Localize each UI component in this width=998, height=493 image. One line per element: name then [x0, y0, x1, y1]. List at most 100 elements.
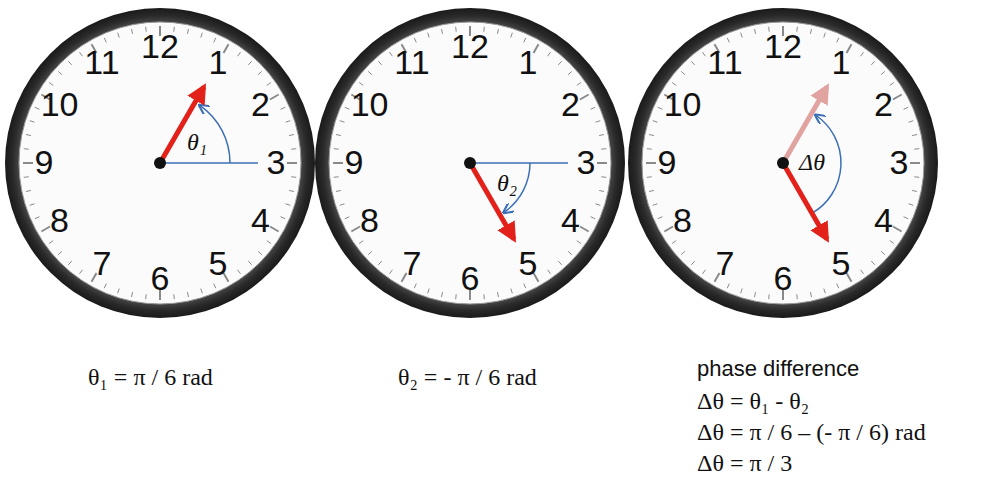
tick-mark — [455, 294, 457, 299]
tick-mark — [577, 241, 581, 244]
tick-mark — [58, 251, 62, 254]
clock-number: 2 — [874, 85, 893, 124]
reference-line — [160, 162, 258, 164]
tick-mark — [727, 38, 729, 43]
tick-mark — [26, 135, 31, 136]
tick-mark — [914, 176, 919, 178]
tick-mark — [345, 107, 350, 109]
clock-number: 4 — [251, 201, 270, 240]
tick-mark — [904, 107, 909, 109]
angle-label: Δθ — [799, 149, 825, 177]
tick-mark — [187, 292, 188, 297]
tick-mark — [912, 135, 917, 136]
tick-mark — [173, 294, 175, 299]
tick-mark — [267, 241, 271, 244]
tick-mark — [26, 190, 31, 191]
tick-mark — [691, 61, 694, 65]
tick-mark — [68, 261, 71, 265]
tick-mark — [511, 289, 513, 294]
tick-mark — [861, 52, 864, 56]
tick-mark — [118, 289, 120, 294]
clock-face — [315, 8, 625, 318]
tick-mark — [258, 71, 262, 74]
tick-mark — [768, 294, 770, 299]
clock-number: 4 — [874, 201, 893, 240]
tick-mark — [596, 204, 601, 206]
tick-mark — [597, 162, 607, 164]
tick-mark — [368, 71, 372, 74]
tick-mark — [702, 270, 705, 274]
tick-mark — [548, 52, 551, 56]
angle-label: θ₁ — [187, 129, 207, 157]
clock-number: 4 — [561, 201, 580, 240]
tick-mark — [281, 217, 286, 219]
caption-heading: phase difference — [697, 356, 859, 381]
tick-mark — [591, 217, 596, 219]
tick-mark — [30, 121, 35, 123]
clock-number: 9 — [35, 143, 54, 182]
tick-mark — [824, 289, 826, 294]
tick-mark — [909, 204, 914, 206]
tick-mark — [351, 227, 360, 232]
tick-mark — [340, 121, 345, 123]
tick-mark — [378, 61, 381, 65]
clock-number: 1 — [209, 43, 228, 82]
tick-mark — [79, 270, 82, 274]
tick-mark — [646, 162, 656, 164]
tick-mark — [681, 71, 685, 74]
clock-number: 6 — [151, 259, 170, 298]
tick-mark — [741, 289, 743, 294]
tick-mark — [378, 261, 381, 265]
tick-mark — [755, 292, 756, 297]
clock-number: 7 — [93, 244, 112, 283]
tick-mark — [24, 148, 29, 150]
tick-mark — [248, 261, 251, 265]
tick-mark — [591, 107, 596, 109]
tick-mark — [810, 29, 811, 34]
tick-mark — [601, 148, 606, 150]
tick-mark — [658, 217, 663, 219]
tick-mark — [359, 82, 363, 85]
clock-number: 8 — [673, 201, 692, 240]
phase-equation: Δθ = π / 6 – (- π / 6) rad — [697, 419, 926, 447]
tick-mark — [41, 227, 50, 232]
tick-mark — [568, 251, 572, 254]
clock-number: 10 — [351, 85, 389, 124]
tick-mark — [334, 176, 339, 178]
tick-mark — [132, 29, 133, 34]
tick-mark — [483, 294, 485, 299]
tick-mark — [187, 29, 188, 34]
clock-number: 11 — [394, 43, 429, 82]
tick-mark — [649, 135, 654, 136]
tick-mark — [286, 204, 291, 206]
tick-mark — [334, 148, 339, 150]
tick-mark — [58, 71, 62, 74]
tick-mark — [741, 33, 743, 38]
tick-mark — [893, 95, 902, 100]
tick-mark — [270, 227, 279, 232]
clock-number: 2 — [251, 85, 270, 124]
tick-mark — [681, 251, 685, 254]
tick-mark — [824, 33, 826, 38]
clock-ticks — [23, 26, 920, 300]
tick-mark — [893, 227, 902, 232]
tick-mark — [837, 284, 839, 289]
tick-mark — [548, 270, 551, 274]
angle-label: θ₂ — [497, 170, 517, 198]
tick-mark — [511, 33, 513, 38]
clock-number: 11 — [84, 43, 119, 82]
tick-mark — [599, 135, 604, 136]
clock-number: 1 — [519, 43, 538, 82]
tick-mark — [336, 135, 341, 136]
clock-number: 7 — [716, 244, 735, 283]
clock-number: 6 — [461, 259, 480, 298]
clock-number: 9 — [658, 143, 677, 182]
tick-mark — [281, 107, 286, 109]
tick-mark — [79, 52, 82, 56]
tick-mark — [881, 251, 885, 254]
phase-equation: Δθ = π / 3 — [697, 450, 792, 478]
tick-mark — [691, 261, 694, 265]
tick-mark — [289, 135, 294, 136]
tick-mark — [910, 162, 920, 164]
tick-mark — [442, 29, 443, 34]
